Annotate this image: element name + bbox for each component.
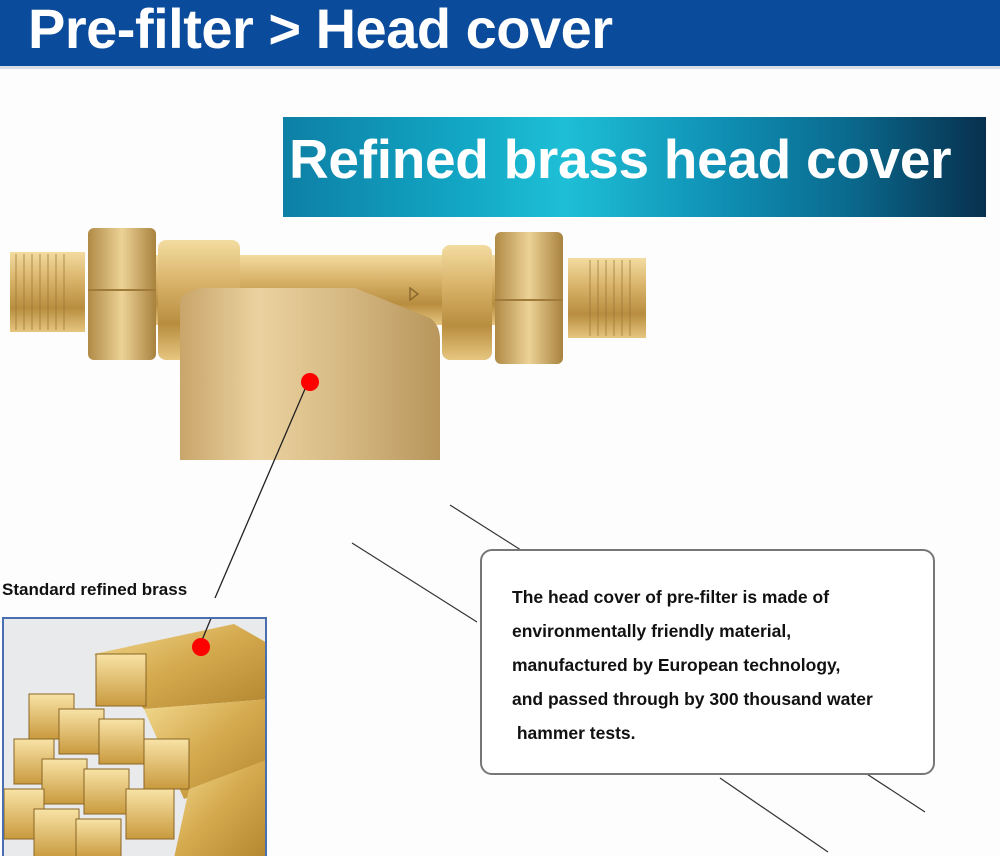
description-line: manufactured by European technology, (512, 655, 841, 675)
brass-caption: Standard refined brass (2, 580, 188, 599)
description-line: hammer tests. (512, 723, 636, 743)
leader-line (214, 381, 309, 599)
header-divider (0, 66, 1000, 69)
marker-dot-icon (301, 373, 319, 391)
description-line: environmentally friendly material, (512, 621, 792, 641)
banner-title: Refined brass head cover (289, 128, 952, 190)
right-nut (495, 232, 563, 364)
feature-banner: Refined brass head cover (283, 117, 986, 217)
description-line: and passed through by 300 thousand water (512, 689, 873, 709)
marker-dot-icon (192, 638, 210, 656)
flow-arrow-icon (409, 286, 420, 302)
page-header: Pre-filter > Head cover (0, 0, 1000, 66)
page-title: Pre-filter > Head cover (28, 0, 613, 60)
right-thread (568, 258, 646, 338)
brass-bars-photo (2, 617, 267, 856)
description-line: The head cover of pre-filter is made of (512, 587, 830, 607)
description-box: The head cover of pre-filter is made of … (480, 549, 935, 775)
brass-bars-illustration (4, 619, 265, 856)
left-nut (88, 228, 156, 360)
